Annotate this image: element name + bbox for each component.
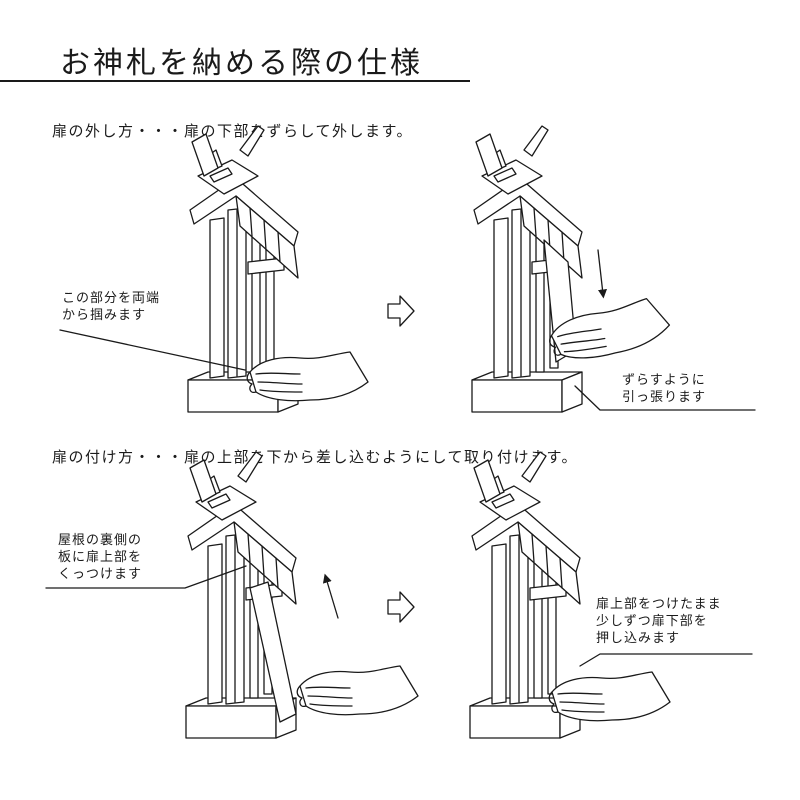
shrine-figure-2 [471,125,583,413]
up-arrow-icon [322,573,339,619]
hand-figure-4 [548,671,671,722]
attach-leader-line [45,565,247,589]
attach-door-heading: 扉の付け方・・・扉の上部を下から差し込むようにして取り付けます。 [52,448,579,466]
push-in-callout: 扉上部をつけたまま 少しずつ扉下部を 押し込みます [596,597,722,646]
hand-figure-3 [296,665,419,716]
hand-figure-1 [246,351,369,402]
shrine-figure-3 [185,451,297,739]
down-arrow-icon [597,249,608,299]
title-underline [0,80,470,82]
grip-callout: この部分を両端 から掴みます [62,291,161,323]
next-step-arrow-icon-2 [387,591,415,623]
pull-leader-line [574,385,756,411]
push-leader-line [579,653,753,667]
attach-top-callout: 屋根の裏側の 板に扉上部を くっつけます [58,533,143,582]
pull-callout: ずらすように 引っ張ります [622,373,707,405]
next-step-arrow-icon-1 [387,295,415,327]
page-title: お神札を納める際の仕様 [60,46,423,81]
remove-door-heading: 扉の外し方・・・扉の下部をずらして外します。 [52,122,414,140]
grip-leader-line [59,329,246,371]
